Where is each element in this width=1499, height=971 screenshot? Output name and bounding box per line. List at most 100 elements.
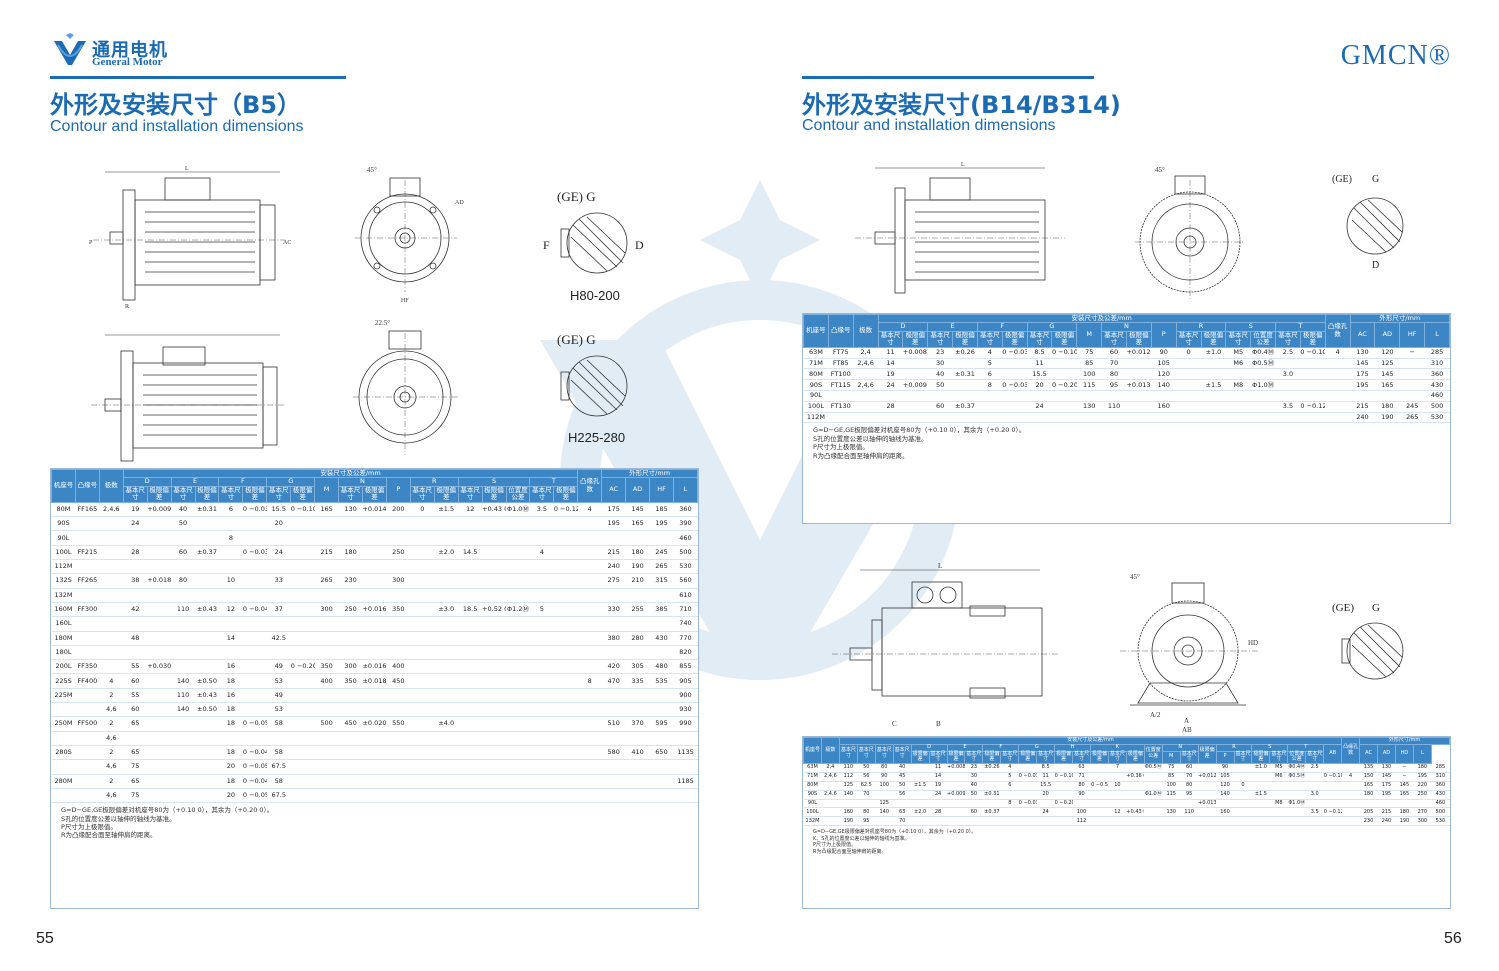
table-cell: 70 [893,816,912,827]
sub-header: 基本尺寸 [964,750,984,764]
table-cell [290,774,315,789]
sub-header: 基本尺寸 [1225,330,1252,348]
table-cell: M6 [1225,358,1251,370]
table-cell [386,530,411,546]
table-cell [577,659,602,675]
table-cell: FF215 [75,545,100,561]
table-cell: 195 [649,516,674,532]
table-cell [314,631,339,646]
table-cell [1201,390,1226,402]
table-cell [242,659,267,675]
table-cell: 2,4 [821,763,840,773]
table-cell: 215 [1377,807,1396,818]
table-cell: 350 [386,602,411,618]
table-note: S孔的位置度公差以轴伸的轴线为基准。 [61,814,176,823]
table-cell [1002,368,1028,381]
table-cell: 510 [601,716,626,732]
sub-header: 极限偏差 [946,750,966,764]
table-cell [51,759,76,775]
table-cell: 11 [878,347,903,359]
table-cell [1234,763,1252,773]
table-cell [577,716,602,732]
table-cell [529,731,554,746]
table-cell [482,774,507,789]
table-cell [434,788,459,804]
table-cell [625,588,650,603]
outer-header: AC [1349,322,1376,348]
table-cell [386,645,411,661]
table-cell [1018,790,1037,800]
group-header: K [1090,743,1145,752]
table-cell [314,759,339,775]
table-cell [1305,772,1324,782]
table-cell [362,631,387,646]
table-cell: 3.5 [529,502,554,518]
table-cell: 140 [1151,379,1177,392]
outer-header: HF [649,477,674,503]
table-cell [266,588,291,603]
table-cell [1287,816,1306,827]
table-cell [99,530,124,546]
table-cell [1325,401,1351,413]
table-cell: 0 −0.043 [242,602,267,618]
table-cell [553,588,578,603]
table-cell [649,759,674,775]
table-cell: 130 [338,502,363,518]
table-cell: 180 [1395,807,1414,818]
table-cell [947,781,965,791]
table-cell: − [1395,772,1414,782]
table-cell [362,759,387,775]
b5-front-view-drawing: 45° AD HF [355,166,464,304]
table-cell [1275,379,1301,392]
shaft-ge-g-label: (GE) G [557,189,596,204]
table-cell [649,530,674,546]
table-cell: 55 [123,688,148,704]
table-cell: 500 [1424,401,1450,413]
table-cell [410,616,435,632]
table-cell: 14.5 [458,545,483,561]
table-cell [458,673,483,689]
table-cell [386,559,411,575]
table-cell: 49 [266,659,291,675]
sub-header: 基本尺寸 [1275,330,1301,348]
table-cell [434,759,459,775]
table-cell [171,731,196,746]
table-cell [410,759,435,775]
shaft-G2-label: G [1372,602,1380,614]
table-cell: 335 [625,673,650,689]
table-cell [1126,816,1145,827]
table-cell [1323,763,1342,773]
table-cell [1325,390,1351,402]
table-cell [314,702,339,718]
table-cell [482,702,507,718]
table-cell: 195 [1413,772,1432,782]
table-cell: 80M [803,368,829,381]
table-cell [853,412,879,424]
table-cell: − [1399,347,1425,359]
sub-header: 基本尺寸 [409,485,435,503]
table-cell [338,759,363,775]
table-cell: 130 [1350,347,1375,359]
table-cell: 180M [51,631,76,646]
table-cell: 55 [123,659,148,675]
table-cell: 140 [171,702,196,718]
table-cell [171,745,196,761]
table-cell: 305 [625,659,650,675]
table-cell: 0 −0.12 [1323,807,1342,818]
table-cell [410,645,435,661]
table-cell [410,545,435,561]
table-cell [362,530,387,546]
table-cell [195,788,219,804]
table-cell [1305,799,1324,809]
table-cell: − [1395,763,1414,773]
table-cell [362,731,387,746]
table-cell: 530 [673,559,698,575]
shaft-ge2-label: (GE) [1332,602,1354,614]
table-cell [1201,412,1226,424]
table-cell: 80 [1180,781,1199,791]
